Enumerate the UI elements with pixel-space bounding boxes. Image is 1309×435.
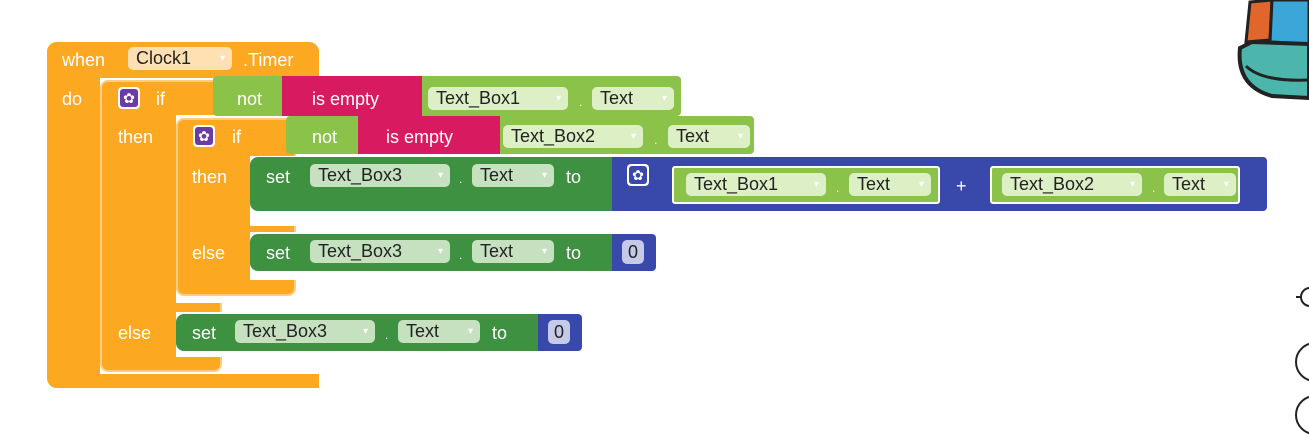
outer-not-label: not bbox=[237, 89, 263, 109]
set-then-component-label: Text_Box3 bbox=[318, 165, 403, 185]
set-then-dot: . bbox=[459, 172, 463, 186]
join-b-property-dropdown[interactable]: Text ▾ bbox=[1164, 173, 1236, 196]
chevron-down-icon: ▾ bbox=[1129, 179, 1135, 190]
set-inner-else-to-label: to bbox=[566, 243, 582, 263]
set-inner-else-property-dropdown[interactable]: Text ▾ bbox=[472, 240, 554, 263]
zoom-in-icon[interactable] bbox=[1293, 342, 1309, 382]
set-outer-else-to-label: to bbox=[492, 323, 508, 343]
chevron-down-icon: ▾ bbox=[467, 326, 473, 337]
set-outer-else-component-dropdown[interactable]: Text_Box3 ▾ bbox=[235, 320, 375, 343]
join-a-component-label: Text_Box1 bbox=[694, 174, 779, 194]
outer-then-label: then bbox=[118, 127, 154, 147]
inner-textbox2-dropdown[interactable]: Text_Box2 ▾ bbox=[503, 125, 643, 148]
join-a-property-label: Text bbox=[857, 174, 891, 194]
chevron-down-icon: ▾ bbox=[437, 246, 443, 257]
outer-if-label: if bbox=[156, 89, 165, 109]
event-footer bbox=[47, 374, 319, 388]
inner-not-label: not bbox=[312, 127, 338, 147]
chevron-down-icon: ▾ bbox=[630, 131, 636, 142]
set-outer-else-label: set bbox=[192, 323, 217, 343]
chevron-down-icon: ▾ bbox=[437, 170, 443, 181]
set-inner-else-component-dropdown[interactable]: Text_Box3 ▾ bbox=[310, 240, 450, 263]
join-b-property-label: Text bbox=[1172, 174, 1206, 194]
chevron-down-icon: ▾ bbox=[362, 326, 368, 337]
timer-event-label: .Timer bbox=[243, 50, 294, 70]
set-then-to-label: to bbox=[566, 167, 582, 187]
set-inner-else-property-label: Text bbox=[480, 241, 514, 261]
chevron-down-icon: ▾ bbox=[541, 170, 547, 181]
set-then-component-dropdown[interactable]: Text_Box3 ▾ bbox=[310, 164, 450, 187]
outer-is-empty-label: is empty bbox=[312, 89, 380, 109]
set-then-label: set bbox=[266, 167, 291, 187]
inner-else-number-value[interactable]: 0 bbox=[622, 240, 645, 264]
outer-else-label: else bbox=[118, 323, 152, 343]
outer-textbox1-dropdown[interactable]: Text_Box1 ▾ bbox=[428, 87, 568, 110]
set-then-property-label: Text bbox=[480, 165, 514, 185]
inner-dot: . bbox=[654, 133, 658, 147]
chevron-down-icon: ▾ bbox=[813, 179, 819, 190]
clock-component-label: Clock1 bbox=[136, 48, 192, 68]
set-inner-else-label: set bbox=[266, 243, 291, 263]
outer-if-mutator-gear[interactable]: ✿ bbox=[118, 87, 140, 109]
inner-textbox2-label: Text_Box2 bbox=[511, 126, 596, 146]
join-b-dot: . bbox=[1152, 181, 1156, 195]
do-label: do bbox=[62, 89, 83, 109]
outer-text-property-dropdown[interactable]: Text ▾ bbox=[592, 87, 674, 110]
outer-textbox1-label: Text_Box1 bbox=[436, 88, 521, 108]
chevron-down-icon: ▾ bbox=[737, 131, 743, 142]
set-then-property-dropdown[interactable]: Text ▾ bbox=[472, 164, 554, 187]
outer-dot: . bbox=[579, 95, 583, 109]
chevron-down-icon: ▾ bbox=[219, 53, 225, 64]
join-b-component-label: Text_Box2 bbox=[1010, 174, 1095, 194]
set-inner-else-dot: . bbox=[459, 248, 463, 262]
inner-if-mutator-gear[interactable]: ✿ bbox=[193, 125, 215, 147]
inner-then-label: then bbox=[192, 167, 228, 187]
chevron-down-icon: ▾ bbox=[918, 179, 924, 190]
set-outer-else-property-label: Text bbox=[406, 321, 440, 341]
inner-else-label: else bbox=[192, 243, 226, 263]
set-inner-else-component-label: Text_Box3 bbox=[318, 241, 403, 261]
gear-icon: ✿ bbox=[629, 166, 647, 184]
inner-if-label: if bbox=[232, 127, 241, 147]
zoom-out-icon[interactable] bbox=[1293, 395, 1309, 435]
set-outer-else-property-dropdown[interactable]: Text ▾ bbox=[398, 320, 480, 343]
join-b-component-dropdown[interactable]: Text_Box2 ▾ bbox=[1002, 173, 1142, 196]
outer-text-property-label: Text bbox=[600, 88, 634, 108]
chevron-down-icon: ▾ bbox=[1223, 179, 1229, 190]
backpack-icon[interactable] bbox=[1232, 0, 1309, 106]
join-plus-label: + bbox=[956, 176, 967, 196]
inner-is-empty-label: is empty bbox=[386, 127, 454, 147]
outer-is-empty-block[interactable] bbox=[282, 76, 422, 116]
chevron-down-icon: ▾ bbox=[555, 93, 561, 104]
clock-component-dropdown[interactable]: Clock1 ▾ bbox=[128, 47, 232, 70]
join-a-property-dropdown[interactable]: Text ▾ bbox=[849, 173, 931, 196]
gear-icon: ✿ bbox=[195, 127, 213, 145]
chevron-down-icon: ▾ bbox=[661, 93, 667, 104]
zoom-center-icon[interactable] bbox=[1296, 282, 1309, 312]
when-label: when bbox=[62, 50, 106, 70]
set-outer-else-component-label: Text_Box3 bbox=[243, 321, 328, 341]
join-a-component-dropdown[interactable]: Text_Box1 ▾ bbox=[686, 173, 826, 196]
set-outer-else-dot: . bbox=[385, 328, 389, 342]
join-mutator-gear[interactable]: ✿ bbox=[627, 164, 649, 186]
inner-text-property-dropdown[interactable]: Text ▾ bbox=[668, 125, 750, 148]
inner-is-empty-block[interactable] bbox=[358, 116, 500, 154]
gear-icon: ✿ bbox=[120, 89, 138, 107]
chevron-down-icon: ▾ bbox=[541, 246, 547, 257]
join-a-dot: . bbox=[836, 181, 840, 195]
outer-else-number-value[interactable]: 0 bbox=[548, 320, 571, 344]
inner-text-property-label: Text bbox=[676, 126, 710, 146]
